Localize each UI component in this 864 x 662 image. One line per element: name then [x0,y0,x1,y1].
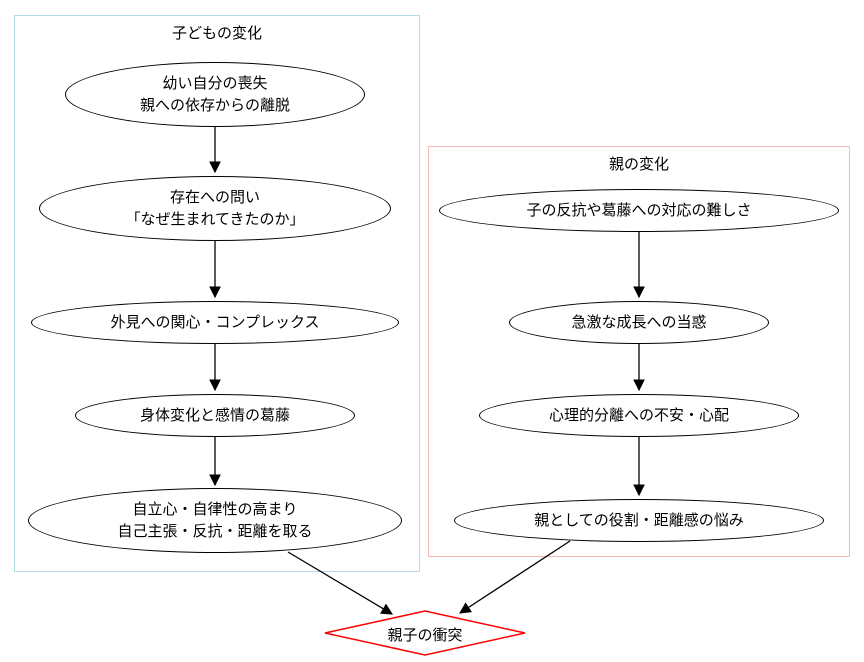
node-parent-anxiety-separation: 心理的分離への不安・心配 [479,394,799,437]
node-child-independence: 自立心・自律性の高まり 自己主張・反抗・距離を取る [28,488,402,553]
node-child-question-of-existence: 存在への問い 「なぜ生まれてきたのか」 [39,176,391,241]
node-parent-bewilderment-growth: 急激な成長への当惑 [509,301,769,344]
cluster-parent-title: 親の変化 [608,155,669,173]
node-parent-role-distance-worry: 親としての役割・距離感の悩み [454,499,824,542]
node-child-appearance-complex: 外見への関心・コンプレックス [31,301,399,344]
node-parent-difficulty-responding: 子の反抗や葛藤への対応の難しさ [439,189,839,232]
cluster-child-title: 子どもの変化 [171,24,262,42]
cluster-parent-changes: 親の変化 [428,146,850,557]
node-child-loss-of-young-self: 幼い自分の喪失 親への依存からの離脱 [65,62,365,127]
node-parent-child-conflict-label: 親子の衝突 [387,626,463,644]
cluster-child-changes: 子どもの変化 [14,15,420,572]
node-child-body-emotion-conflict: 身体変化と感情の葛藤 [75,394,355,437]
